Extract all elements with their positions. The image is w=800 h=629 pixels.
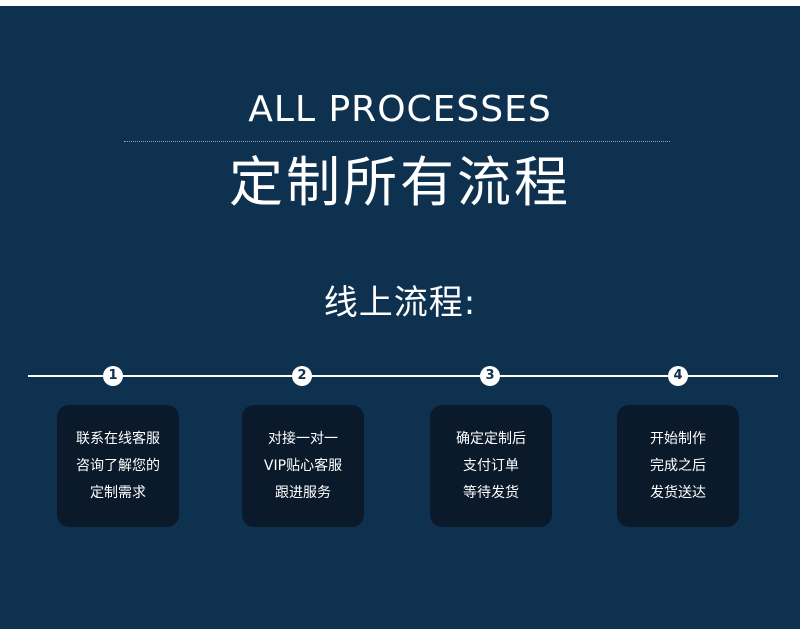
timeline-line	[28, 375, 778, 377]
step-3-line-3: 等待发货	[463, 484, 519, 501]
step-1-line-2: 咨询了解您的	[76, 457, 160, 474]
chinese-title: 定制所有流程	[229, 151, 571, 214]
step-4-line-3: 发货送达	[650, 484, 706, 501]
step-2-line-3: 跟进服务	[275, 484, 331, 501]
step-4-line-1: 开始制作	[650, 430, 706, 447]
step-2-number: 2	[292, 366, 312, 386]
online-process-heading: 线上流程:	[323, 283, 477, 323]
step-1-number: 1	[103, 366, 123, 386]
step-1-line-3: 定制需求	[90, 484, 146, 501]
step-3-line-2: 支付订单	[463, 457, 519, 474]
title-divider	[124, 141, 670, 142]
step-2-line-2: VIP贴心客服	[263, 457, 343, 474]
step-4-number: 4	[668, 366, 688, 386]
step-3-number: 3	[480, 366, 500, 386]
step-1-card: 联系在线客服 咨询了解您的 定制需求	[57, 405, 179, 527]
step-2-card: 对接一对一 VIP贴心客服 跟进服务	[242, 405, 364, 527]
step-4-card: 开始制作 完成之后 发货送达	[617, 405, 739, 527]
step-2-line-1: 对接一对一	[268, 430, 338, 447]
step-3-card: 确定定制后 支付订单 等待发货	[430, 405, 552, 527]
english-title: ALL PROCESSES	[248, 89, 552, 130]
step-1-line-1: 联系在线客服	[76, 430, 160, 447]
step-4-line-2: 完成之后	[650, 457, 706, 474]
step-3-line-1: 确定定制后	[456, 430, 526, 447]
